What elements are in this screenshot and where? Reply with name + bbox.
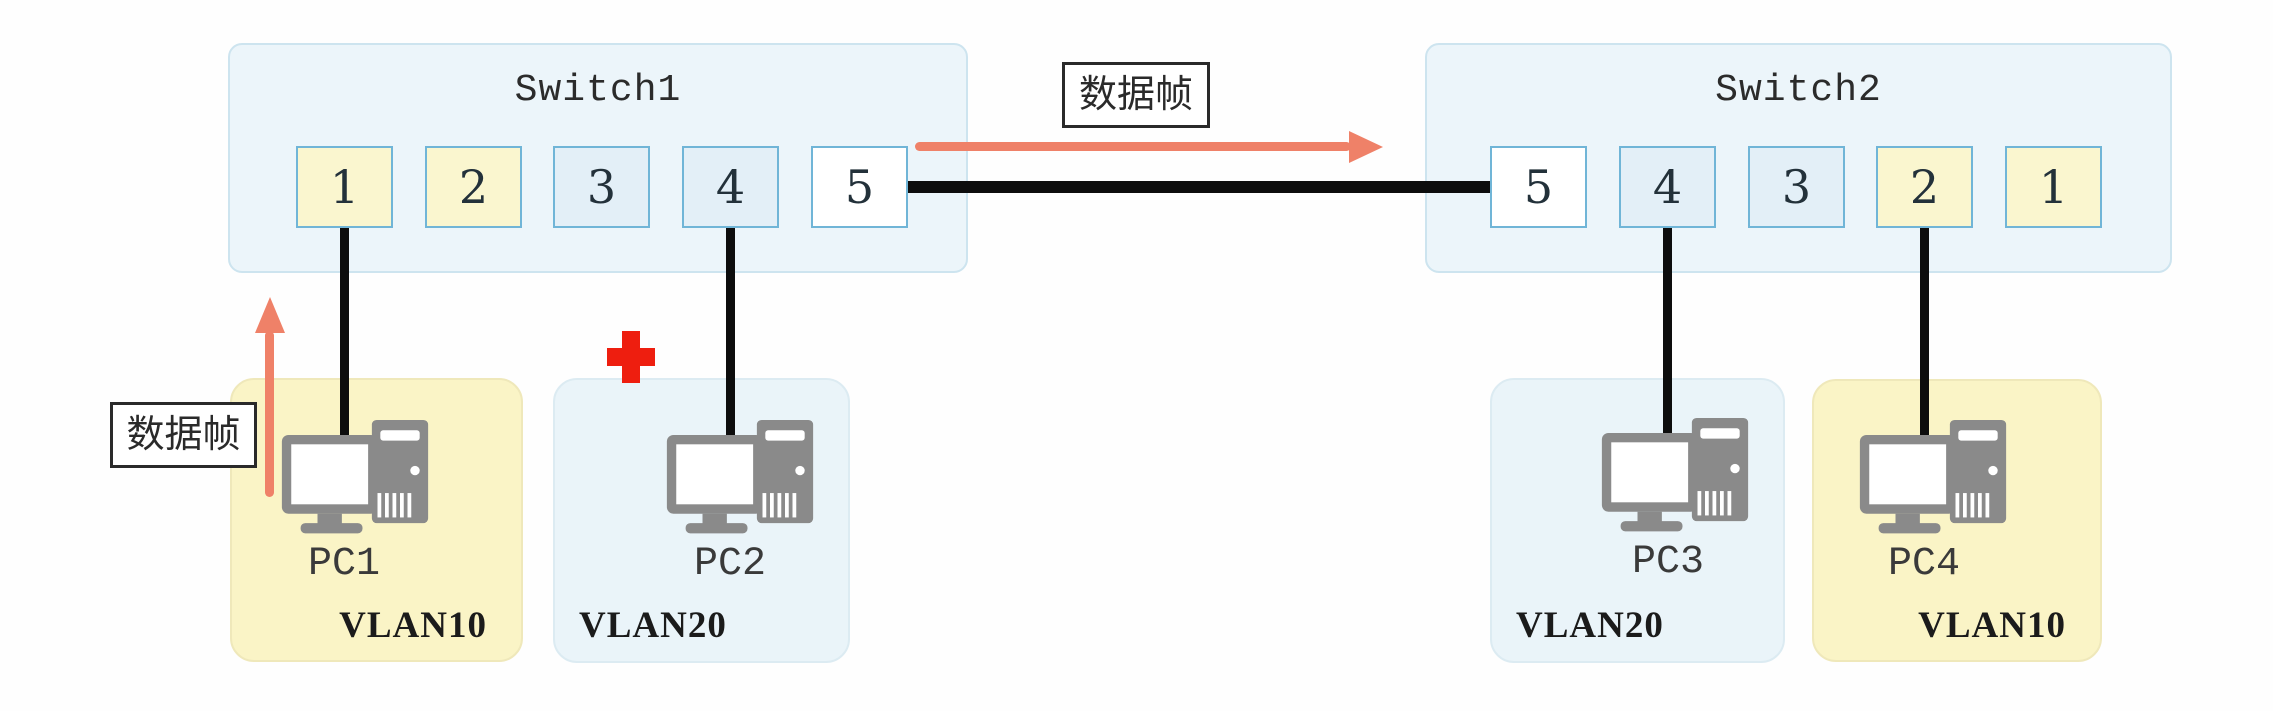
pc3-vlan-label: VLAN20 (1516, 605, 1664, 646)
pc2-computer-icon (666, 419, 814, 534)
data-frame-arrow-right (915, 142, 1351, 151)
pc2-vlan-label: VLAN20 (579, 605, 727, 646)
cable-switch1-pc2 (726, 228, 735, 456)
switch1-port-5: 5 (811, 146, 908, 228)
switch2-title: Switch2 (1715, 69, 1882, 112)
pc2-name: PC2 (693, 542, 766, 587)
data-frame-arrow-right-head-icon (1349, 131, 1383, 163)
switch1-port-2: 2 (425, 146, 522, 228)
cable-switch1-pc1 (340, 228, 349, 456)
data-frame-arrow-up-head-icon (255, 297, 285, 333)
data-frame-arrow-up (265, 331, 274, 497)
switch2-port-3: 3 (1748, 146, 1845, 228)
switch2-port-4: 4 (1619, 146, 1716, 228)
pc1-computer-icon (281, 419, 429, 534)
data-frame-label-top: 数据帧 (1062, 62, 1210, 128)
pc1-vlan-label: VLAN10 (339, 605, 487, 646)
pc1-name: PC1 (307, 542, 380, 587)
switch1-port-1: 1 (296, 146, 393, 228)
switch2-port-5: 5 (1490, 146, 1587, 228)
trunk-cable (908, 181, 1490, 193)
pc4-computer-icon (1859, 419, 2007, 534)
switch2-port-2: 2 (1876, 146, 1973, 228)
data-frame-label-left: 数据帧 (110, 402, 257, 468)
cable-switch2-pc4 (1920, 228, 1929, 456)
switch1-title: Switch1 (514, 69, 682, 112)
pc3-computer-icon (1601, 417, 1749, 532)
pc4-name: PC4 (1887, 542, 1960, 587)
switch2-port-1: 1 (2005, 146, 2102, 228)
cable-switch2-pc3 (1663, 228, 1672, 456)
block-cross-icon (607, 331, 655, 383)
switch1-port-3: 3 (553, 146, 650, 228)
switch1-port-4: 4 (682, 146, 779, 228)
pc4-vlan-label: VLAN10 (1918, 605, 2066, 646)
pc3-name: PC3 (1631, 540, 1704, 585)
